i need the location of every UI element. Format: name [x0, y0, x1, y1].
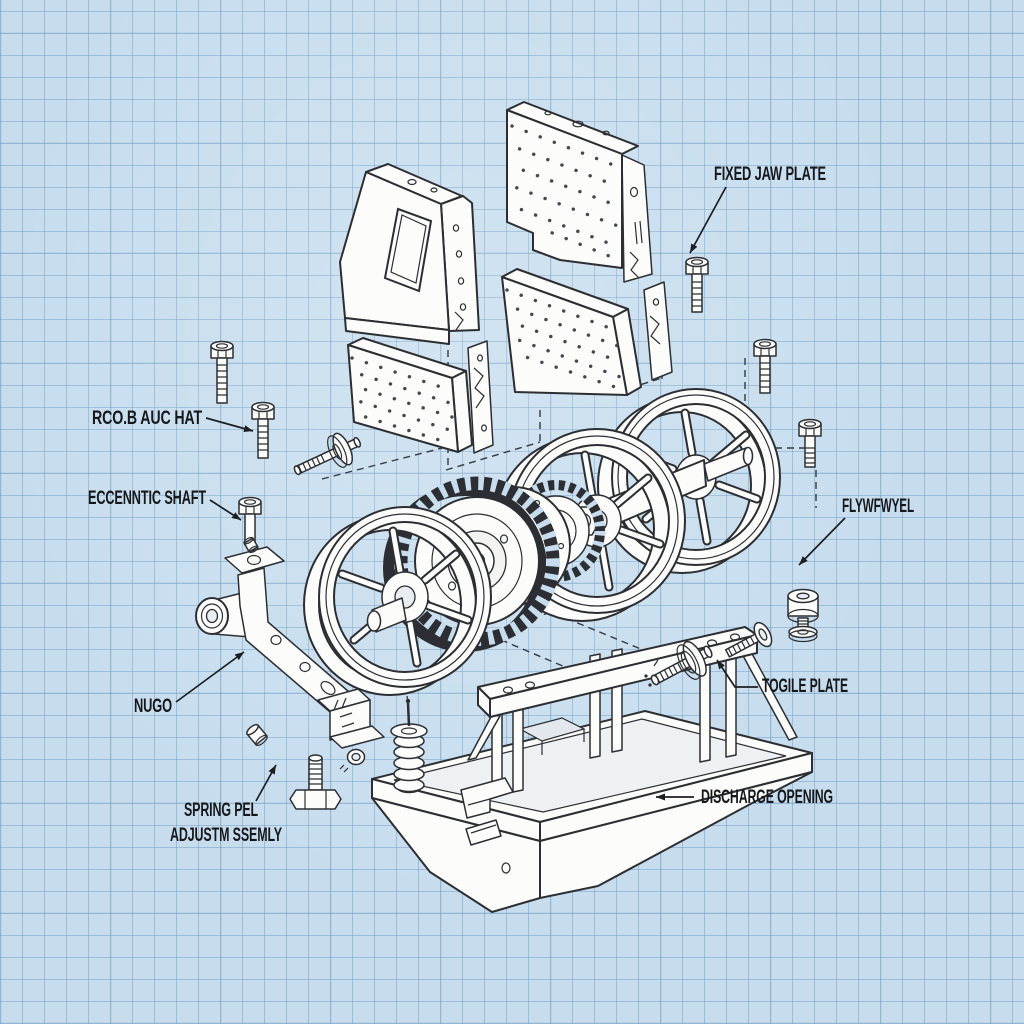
- cheek-wedge-right: [643, 281, 673, 381]
- toggle-bracket: [195, 546, 385, 749]
- moving-jaw-body: [339, 163, 480, 345]
- label-discharge-opening: DISCHARGE OPENING: [701, 787, 833, 808]
- shaft-assembly: [303, 388, 781, 696]
- label-flywheel: FLYWFWYEL: [842, 496, 914, 517]
- tiny-cylinder: [243, 536, 259, 554]
- jaw-window: [383, 207, 433, 293]
- leader-eccentric-shaft: [209, 499, 242, 521]
- leader-fixed-jaw-plate: [689, 186, 727, 254]
- stud-washer-2: [650, 640, 713, 686]
- small-cylinder: [246, 723, 268, 747]
- small-specks: [644, 659, 659, 687]
- cap-bolt-5: [798, 418, 822, 468]
- leader-toggle-plate: [716, 659, 758, 688]
- fixed-jaw-wedge: [621, 154, 653, 283]
- moving-jaw-liner: [347, 337, 473, 453]
- cap-bolt-1: [210, 340, 234, 404]
- cap-bolt-4: [753, 338, 777, 394]
- spacer-nut: [787, 588, 819, 643]
- label-toggle-plate: TOGILE PLATE: [762, 676, 848, 697]
- toggle-seat-blocks: [460, 777, 514, 846]
- cheek-wedge-left: [467, 340, 494, 454]
- spring-assembly: [390, 695, 428, 794]
- leader-rod: [205, 417, 254, 432]
- leader-flywheel: [798, 517, 846, 566]
- center-flywheel: [508, 428, 686, 614]
- label-spring-line1: SPRING PEL: [184, 800, 258, 821]
- fixed-jaw-liner: [501, 268, 642, 396]
- cap-bolt-fixed-jaw: [685, 256, 709, 313]
- cap-bolt-2: [251, 401, 275, 459]
- stud-washer-1: [293, 432, 362, 476]
- hopper-chute: [371, 797, 541, 913]
- left-flywheel: [318, 506, 492, 688]
- stud-washer-3: [724, 621, 773, 658]
- label-nugo: NUGO: [134, 696, 172, 717]
- label-spring-line2: ADJUSTM SSEMLY: [170, 825, 282, 846]
- callouts: FIXED JAW PLATE RCO.B AUC HAT ECCENNTIC …: [88, 164, 915, 846]
- label-rod: RCO.B AUC HAT: [92, 408, 202, 429]
- leader-nugo: [175, 651, 245, 703]
- label-fixed-jaw-plate: FIXED JAW PLATE: [714, 164, 826, 185]
- leader-spring: [255, 764, 277, 802]
- fixed-jaw-plate: [506, 101, 639, 269]
- small-ring: [339, 748, 366, 773]
- hex-bolt-up: [289, 754, 342, 810]
- label-eccentric-shaft: ECCENNTIC SHAFT: [88, 488, 206, 509]
